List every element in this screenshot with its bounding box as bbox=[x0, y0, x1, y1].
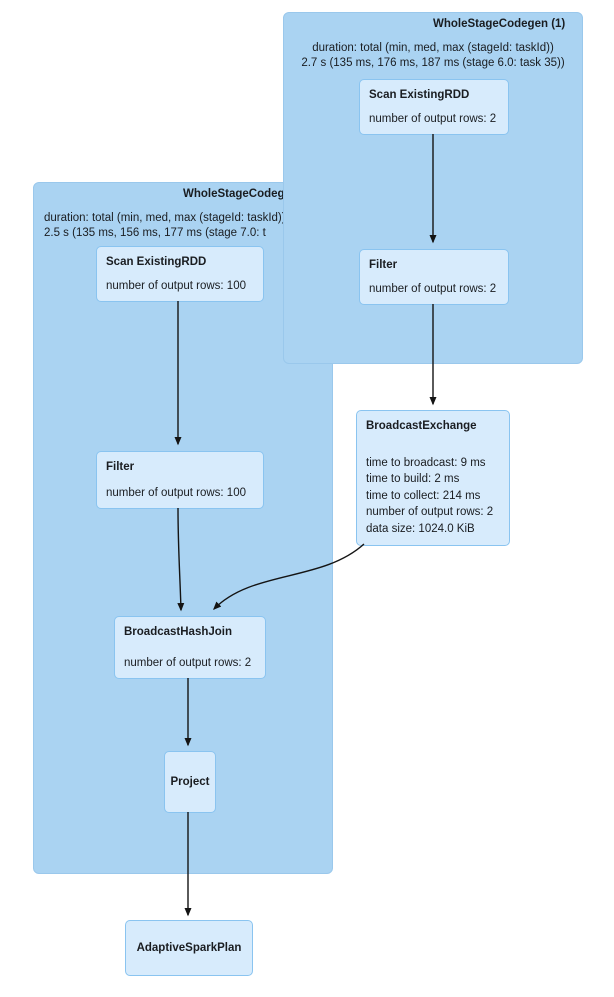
node-adaptivesparkplan: AdaptiveSparkPlan bbox=[125, 920, 253, 976]
duration-value: 2.7 s (135 ms, 176 ms, 187 ms (stage 6.0… bbox=[301, 57, 565, 69]
node-metric: number of output rows: 100 bbox=[106, 487, 246, 499]
node-scan-existingrdd-2: Scan ExistingRDD number of output rows: … bbox=[96, 246, 264, 302]
cluster-title: WholeStageCodegen (1) bbox=[433, 18, 566, 30]
cluster-duration: duration: total (min, med, max (stageId:… bbox=[284, 41, 582, 71]
node-metric: time to broadcast: 9 ms bbox=[366, 456, 486, 469]
node-title: Filter bbox=[369, 259, 398, 271]
node-broadcastexchange: BroadcastExchange time to broadcast: 9 m… bbox=[356, 410, 510, 546]
duration-value: 2.5 s (135 ms, 156 ms, 177 ms (stage 7.0… bbox=[44, 227, 266, 239]
duration-label: duration: total (min, med, max (stageId:… bbox=[44, 212, 286, 224]
node-metric: number of output rows: 2 bbox=[369, 283, 497, 295]
node-metric: time to build: 2 ms bbox=[366, 473, 460, 485]
node-filter-2: Filter number of output rows: 100 bbox=[96, 451, 264, 509]
node-title: BroadcastHashJoin bbox=[124, 626, 233, 638]
node-title: BroadcastExchange bbox=[366, 420, 477, 432]
node-metric: data size: 1024.0 KiB bbox=[366, 522, 475, 535]
node-scan-existingrdd-1: Scan ExistingRDD number of output rows: … bbox=[359, 79, 509, 135]
node-broadcasthashjoin: BroadcastHashJoin number of output rows:… bbox=[114, 616, 266, 679]
node-metrics: time to broadcast: 9 ms time to build: 2… bbox=[366, 455, 500, 538]
node-metric: number of output rows: 2 bbox=[369, 113, 497, 125]
cluster-wholestagecodegen-1: WholeStageCodegen (1) duration: total (m… bbox=[283, 12, 583, 364]
node-title: Scan ExistingRDD bbox=[369, 89, 470, 101]
node-project: Project bbox=[164, 751, 216, 813]
node-metric: number of output rows: 100 bbox=[106, 280, 246, 292]
cluster-duration: duration: total (min, med, max (stageId:… bbox=[34, 211, 332, 241]
node-title: AdaptiveSparkPlan bbox=[136, 942, 242, 954]
node-title: Scan ExistingRDD bbox=[106, 256, 207, 268]
node-title: Project bbox=[170, 776, 210, 788]
cluster-title: WholeStageCodegen (2) bbox=[183, 188, 316, 200]
node-metric: number of output rows: 2 bbox=[366, 506, 494, 518]
node-metric: time to collect: 214 ms bbox=[366, 489, 481, 502]
node-metric: number of output rows: 2 bbox=[124, 657, 252, 669]
duration-label: duration: total (min, med, max (stageId:… bbox=[312, 42, 554, 54]
node-title: Filter bbox=[106, 461, 135, 473]
node-filter-1: Filter number of output rows: 2 bbox=[359, 249, 509, 305]
